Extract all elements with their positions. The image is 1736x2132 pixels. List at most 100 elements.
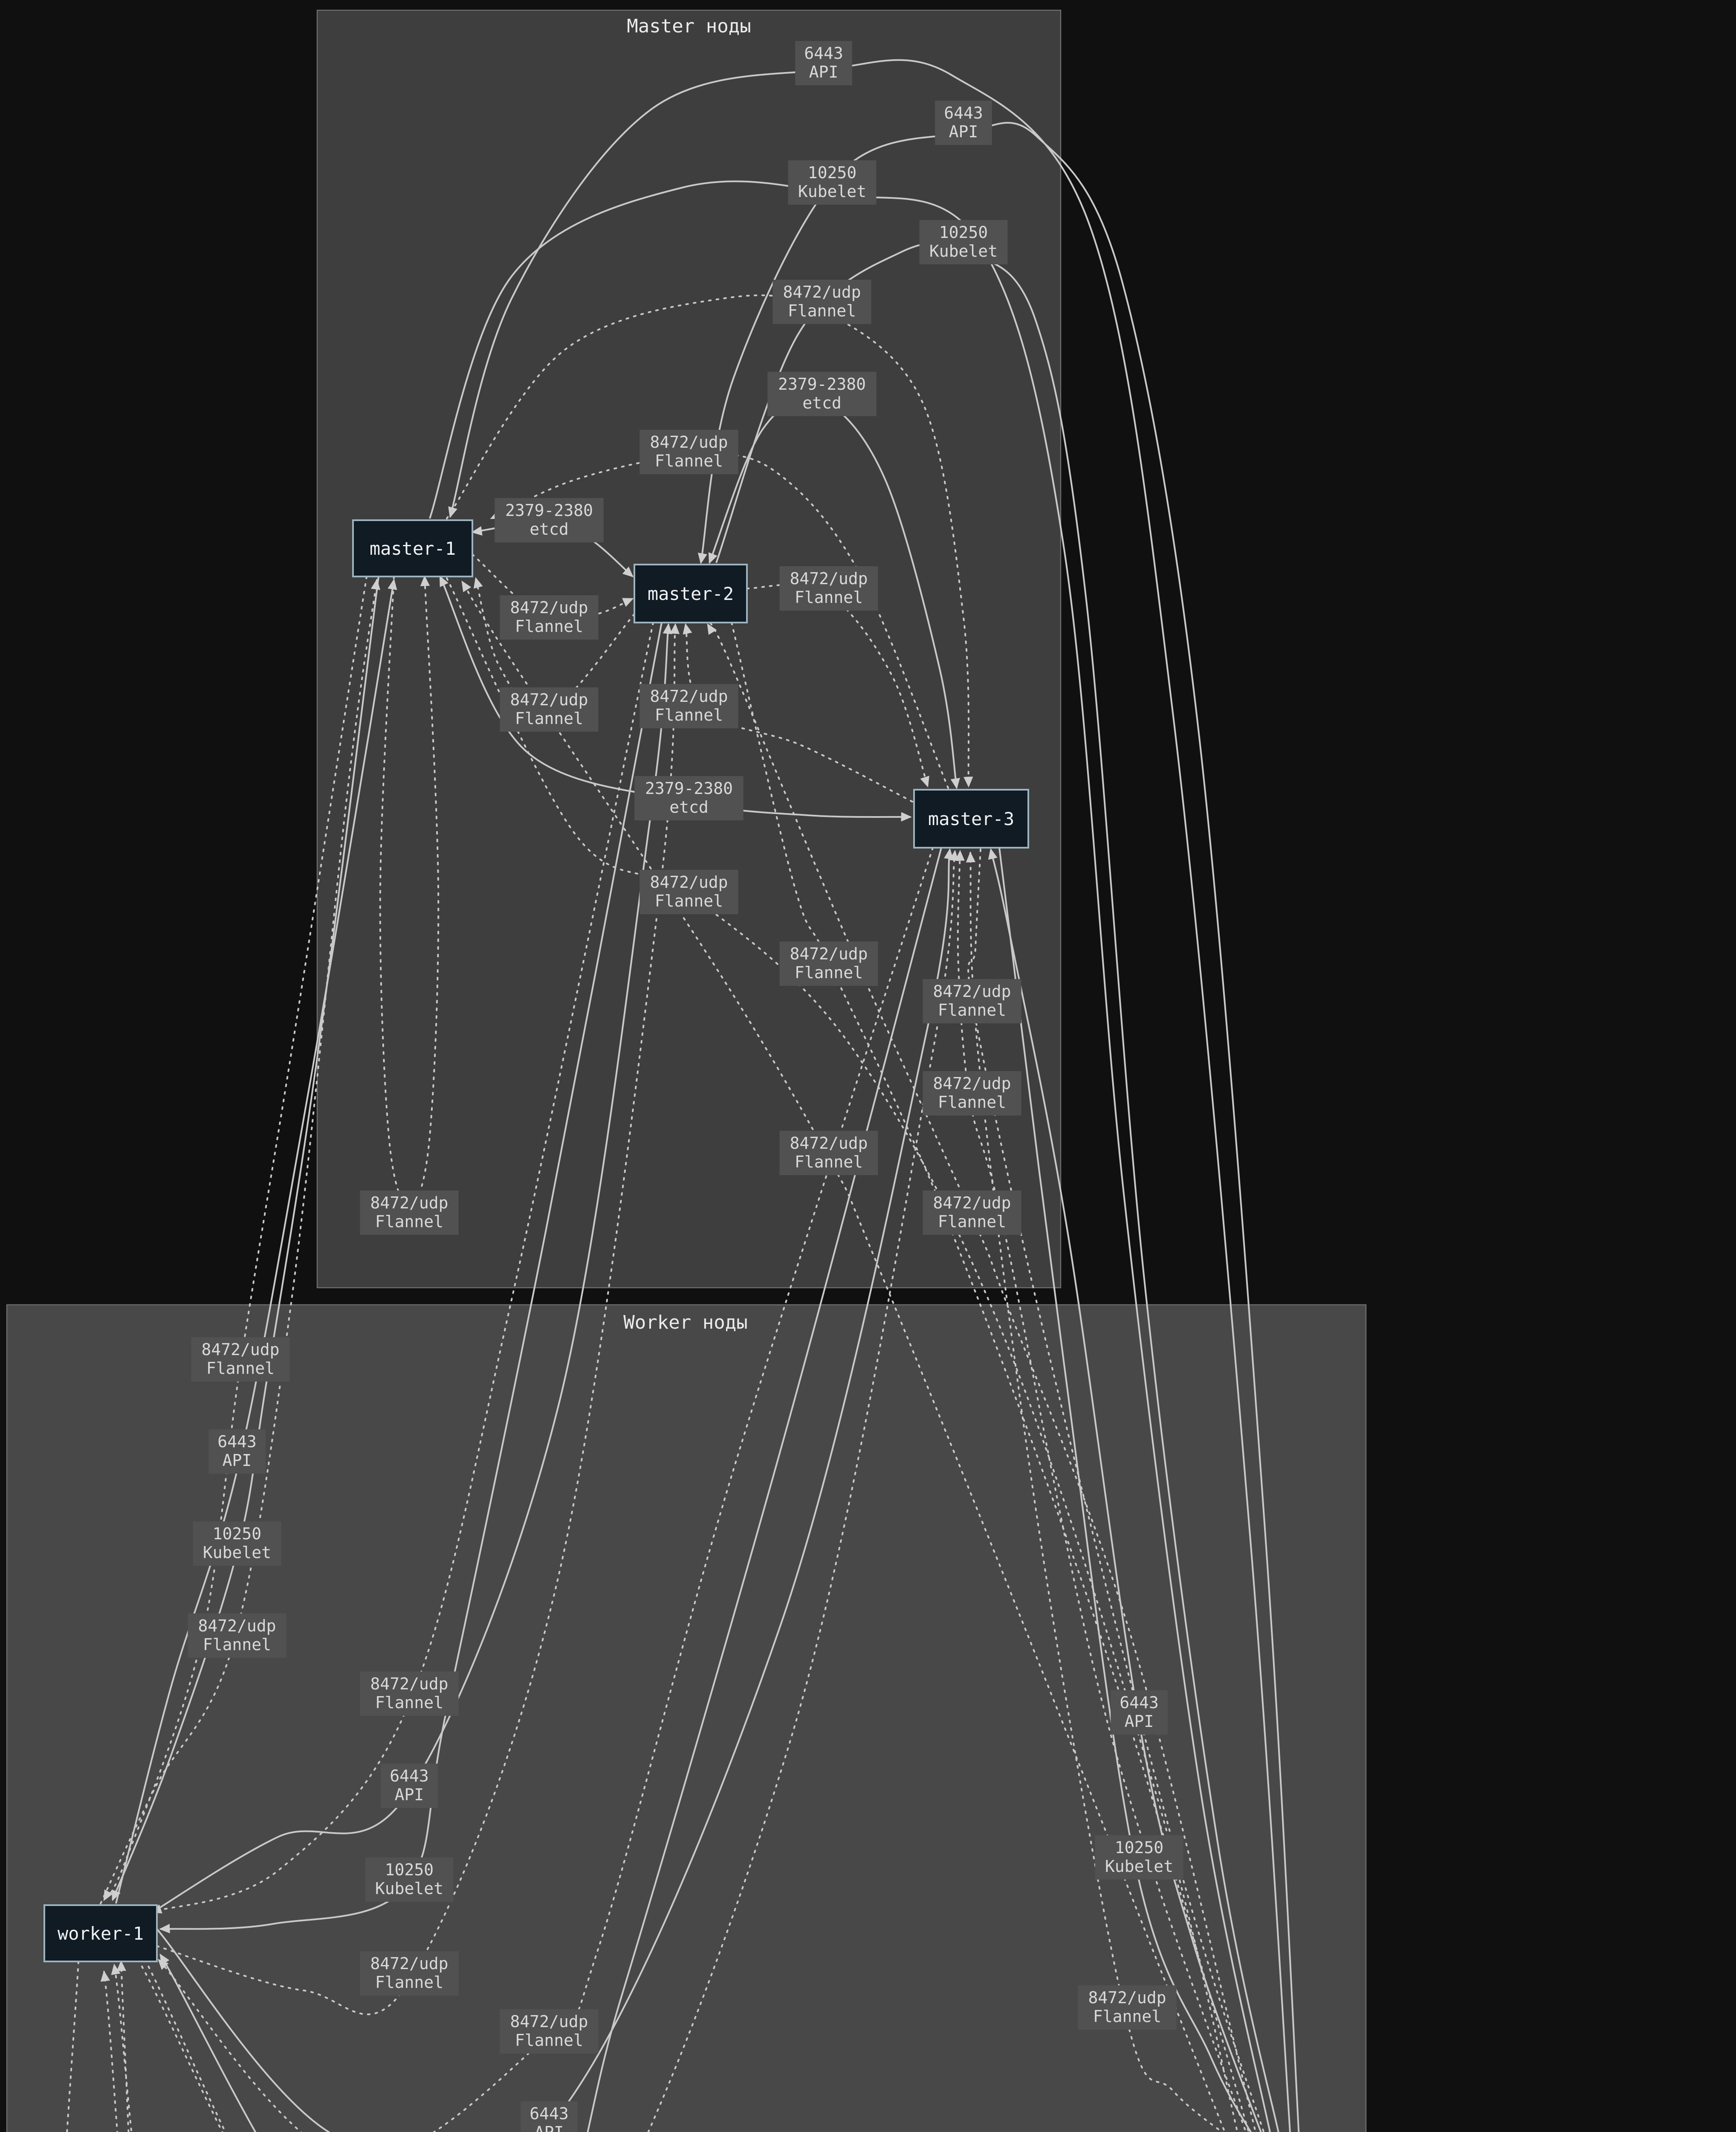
edge-labels-layer: 6443API6443API6443API6443API6443API6443A… xyxy=(188,41,1183,2132)
edge-label-line1: 10250 xyxy=(1115,1838,1163,1857)
edge-master-3-worker-2-flannel xyxy=(967,849,1269,2132)
edge-label-line2: Flannel xyxy=(206,1359,275,1378)
edge-label-line1: 8472/udp xyxy=(370,1193,448,1212)
edge-label-bg xyxy=(208,1429,266,1474)
edge-label-line1: 8472/udp xyxy=(650,433,728,452)
edge-label-line1: 2379-2380 xyxy=(645,779,733,798)
edge-label-bg xyxy=(360,1671,459,1716)
edge-label-bg xyxy=(360,1951,459,1996)
edge-label-line2: API xyxy=(1125,1712,1154,1731)
edge-label-line2: Flannel xyxy=(795,1153,863,1171)
edge-label-line1: 6443 xyxy=(804,44,843,63)
edge-label-line1: 8472/udp xyxy=(933,982,1011,1001)
edge-label-bg xyxy=(639,430,738,474)
edge-label-line1: 8472/udp xyxy=(370,1954,448,1973)
node-label-master-3: master-3 xyxy=(928,808,1014,829)
edge-label-bg xyxy=(193,1521,281,1566)
edge-label-bg xyxy=(500,2009,599,2054)
edge-label-line2: Flannel xyxy=(1093,2007,1161,2026)
edge-label-line2: Flannel xyxy=(938,1212,1006,1231)
edge-label-line2: Flannel xyxy=(515,617,583,636)
edge-label-line2: etcd xyxy=(529,520,569,539)
edge-label-bg xyxy=(773,280,871,324)
edge-label-line1: 8472/udp xyxy=(790,569,868,588)
edge-label-bg xyxy=(1078,1985,1177,2030)
edge-label-line1: 8472/udp xyxy=(783,283,861,301)
edge-master-3-worker-1-kubelet xyxy=(159,847,942,2132)
edge-label-line2: Flannel xyxy=(655,452,723,470)
edge-label-line2: Flannel xyxy=(795,963,863,982)
edge-label-bg xyxy=(188,1613,286,1658)
edge-label-bg xyxy=(1095,1835,1183,1880)
edge-label-bg xyxy=(923,979,1021,1023)
edge-label-bg xyxy=(634,776,744,820)
edge-worker-2-master-2-flannel xyxy=(707,622,1257,2132)
edge-label-line1: 8472/udp xyxy=(198,1616,276,1635)
edge-master-1-worker-1-flannel xyxy=(103,576,367,1901)
edge-worker-1-master-2-api xyxy=(149,623,673,1915)
edge-label-line1: 10250 xyxy=(385,1860,434,1879)
edge-label-bg xyxy=(919,220,1008,264)
node-box-master-1 xyxy=(352,519,473,577)
edge-label-line1: 6443 xyxy=(529,2104,569,2123)
edge-label-line1: 8472/udp xyxy=(790,944,868,963)
edge-label-line2: Flannel xyxy=(375,1212,443,1231)
edge-label-line2: Flannel xyxy=(515,2031,583,2050)
node-label-master-2: master-2 xyxy=(648,583,734,604)
edge-worker-2-master-3-flannel xyxy=(955,850,1247,2132)
edge-label-line1: 8472/udp xyxy=(370,1674,448,1693)
edge-label-line2: Flannel xyxy=(375,1693,443,1712)
edge-master-3-master-1-flannel xyxy=(490,453,949,789)
node-box-master-2 xyxy=(634,564,748,623)
edge-worker-2-master-1-api xyxy=(448,59,1291,2132)
edge-master-3-worker-1-flannel xyxy=(158,847,934,2132)
edge-worker-1-master-3-api xyxy=(156,848,954,2132)
edge-label-bg xyxy=(1111,1690,1168,1735)
edge-label-line2: API xyxy=(395,1785,424,1804)
edge-worker-2-master-2-api xyxy=(697,122,1300,2132)
edge-worker-2-master-1-flannel xyxy=(461,580,1226,2132)
edge-label-line1: 6443 xyxy=(944,104,983,122)
edge-label-line2: Kubelet xyxy=(1105,1857,1173,1876)
edge-label-bg xyxy=(495,498,604,542)
node-box-master-3 xyxy=(913,789,1029,849)
edge-label-bg xyxy=(639,870,738,914)
edge-worker-2-master-3-api xyxy=(988,848,1262,2132)
edge-worker-1-master-1-api xyxy=(115,579,397,1904)
node-label-worker-1: worker-1 xyxy=(58,1923,144,1944)
edge-label-line1: 10250 xyxy=(213,1524,261,1543)
node-master-3: master-3 xyxy=(913,789,1029,849)
edge-label-line2: Kubelet xyxy=(375,1879,443,1898)
edge-label-line1: 6443 xyxy=(390,1767,429,1785)
edge-label-line2: API xyxy=(535,2123,564,2132)
edge-label-bg xyxy=(795,41,852,85)
edge-label-bg xyxy=(521,2101,578,2132)
edge-label-line1: 2379-2380 xyxy=(505,501,593,520)
worker-cluster-title: Worker ноды xyxy=(623,1312,747,1333)
edge-label-line2: API xyxy=(949,122,978,141)
edge-label-line1: 8472/udp xyxy=(650,873,728,892)
node-worker-1: worker-1 xyxy=(43,1904,158,1962)
node-master-1: master-1 xyxy=(352,519,473,577)
